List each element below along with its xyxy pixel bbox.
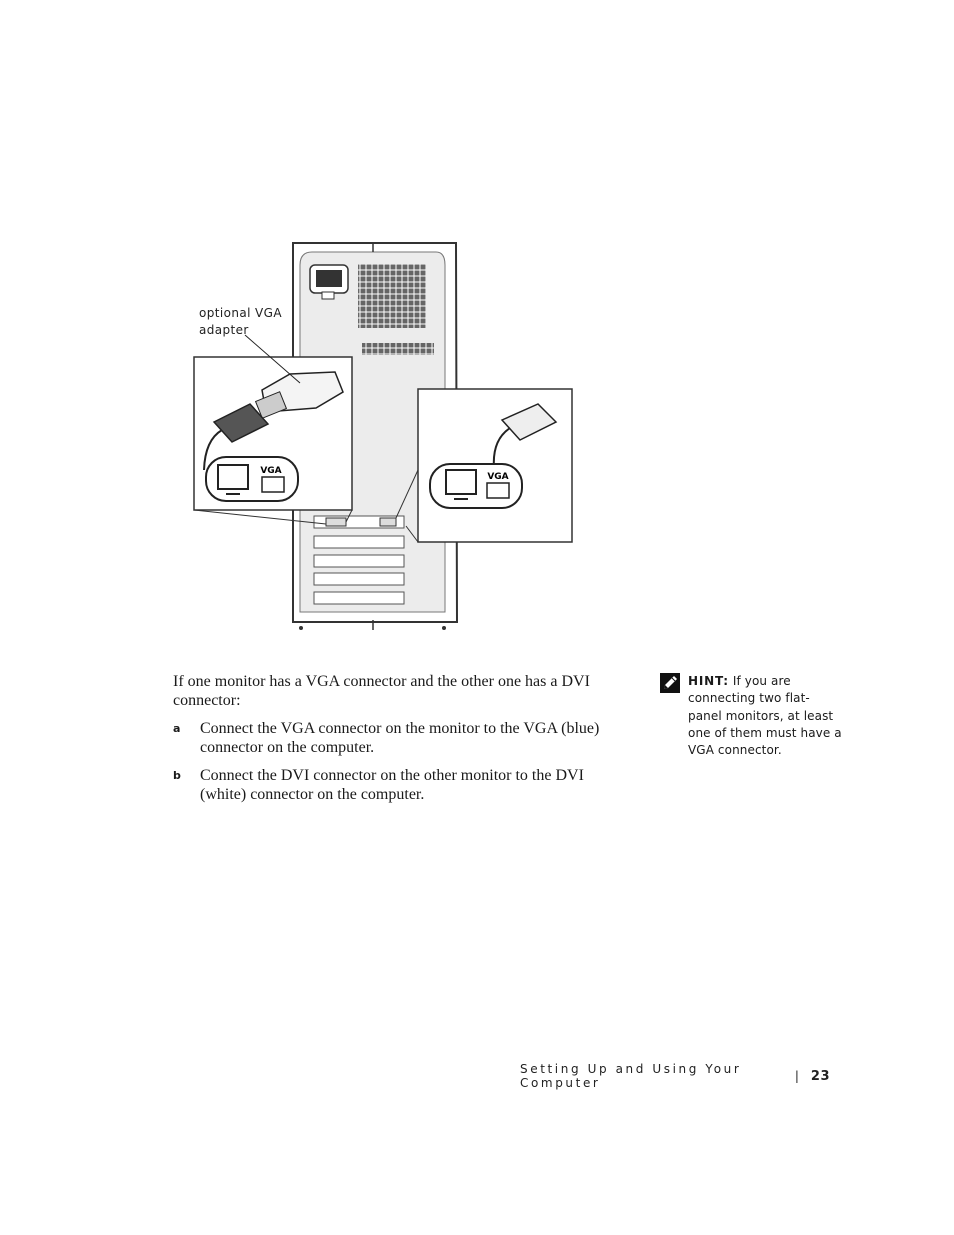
footer-section-title: Setting Up and Using Your Computer: [520, 1062, 742, 1090]
hint-note: HINT:If you are connecting two flat-pane…: [660, 673, 850, 759]
vga-cable-plug-right: [500, 403, 558, 441]
vga-port-label-right: VGA: [487, 472, 508, 482]
vga-port-label-left: VGA: [260, 466, 281, 476]
page-number: 23: [810, 1068, 830, 1084]
footer-separator: |: [794, 1069, 799, 1083]
optional-vga-adapter-callout: optional VGA adapter: [199, 306, 282, 337]
step-letter: b: [173, 769, 181, 782]
step-text: Connect the VGA connector on the monitor…: [200, 720, 600, 756]
step-letter: a: [173, 722, 181, 735]
page-footer: Setting Up and Using Your Computer | 23: [520, 1062, 830, 1090]
step-a: a Connect the VGA connector on the monit…: [173, 719, 623, 757]
step-b: b Connect the DVI connector on the other…: [173, 766, 623, 804]
vga-cable-plug: [212, 403, 270, 443]
intro-paragraph: If one monitor has a VGA connector and t…: [173, 673, 590, 709]
step-text: Connect the DVI connector on the other m…: [200, 767, 584, 803]
computer-back-illustration: VGA VGA: [180, 230, 600, 640]
hint-label: HINT:: [688, 674, 729, 688]
hint-text: If you are connecting two flat-panel mon…: [688, 674, 842, 758]
hint-body: HINT:If you are connecting two flat-pane…: [688, 673, 843, 759]
tower-diagram: VGA VGA: [193, 242, 573, 630]
pencil-note-icon: [660, 673, 688, 693]
vent-grid: [358, 264, 434, 355]
